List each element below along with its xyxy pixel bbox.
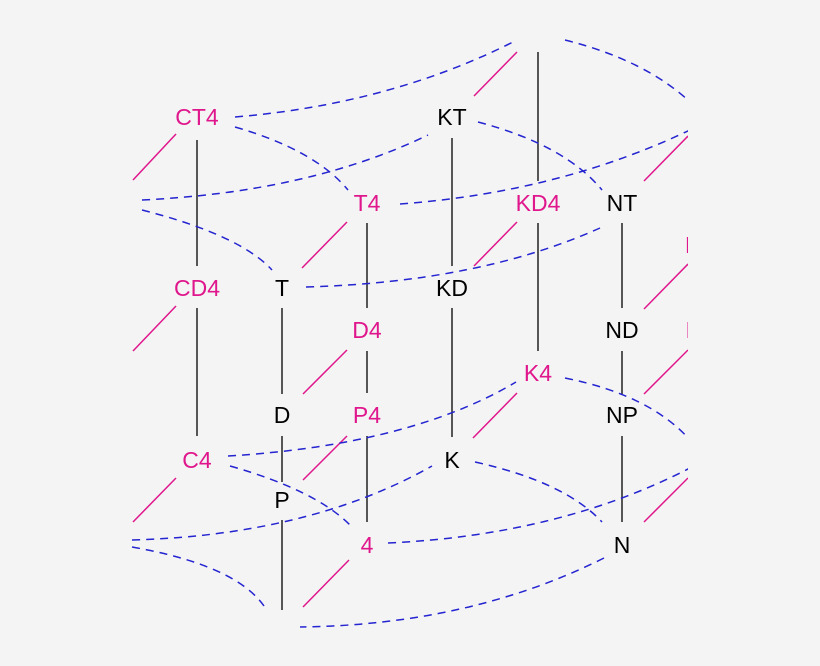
dashed-edge (564, 39, 688, 102)
dashed-edge (299, 557, 605, 628)
edge (643, 135, 688, 182)
node-CT4: CT4 (175, 104, 219, 130)
node-T: T (275, 275, 289, 301)
dashed-edges (131, 39, 688, 628)
dashed-edge (131, 465, 433, 541)
dashed-edge (564, 377, 688, 439)
node-ND: ND (605, 317, 638, 343)
edge (132, 477, 177, 523)
node-KD: KD (436, 275, 468, 301)
node-M: M (272, 625, 291, 651)
edge (132, 133, 177, 181)
node-KD4: KD4 (516, 190, 561, 216)
edge (472, 392, 518, 439)
dashed-edge (477, 121, 603, 191)
node-K: K (444, 447, 460, 473)
edge (473, 221, 518, 267)
dashed-edge (227, 381, 517, 457)
node-K4: K4 (524, 360, 552, 386)
vertical-edges (196, 52, 623, 610)
node-NP4: NP4 (686, 317, 731, 343)
dashed-edge (141, 134, 429, 201)
black-nodes: KT NT T KD ND D NP K P N M (272, 104, 638, 651)
dashed-edge (141, 209, 273, 271)
pink-nodes: CT4 T4 KD4 CD4 D4 P4 C4 K4 4 KT4 NT4 ND4… (174, 17, 731, 558)
dashed-edge (305, 227, 601, 288)
node-D4: D4 (352, 317, 382, 343)
node-CD4: CD4 (174, 275, 220, 301)
dashed-edge (399, 130, 688, 205)
dashed-edge (229, 465, 351, 526)
edge (643, 349, 688, 395)
node-P: P (274, 487, 289, 513)
node-KT: KT (437, 104, 466, 130)
node-4: 4 (361, 532, 374, 558)
edge (643, 477, 688, 523)
edge (302, 559, 350, 608)
node-KT4: KT4 (517, 17, 559, 43)
node-NT4: NT4 (686, 104, 730, 130)
edge (301, 221, 348, 269)
dashed-edge (131, 546, 265, 607)
node-ND4: ND4 (685, 232, 731, 258)
node-D: D (274, 402, 291, 428)
node-P4: P4 (353, 402, 381, 428)
edge (643, 263, 688, 310)
edge (473, 51, 518, 97)
dashed-edge (234, 126, 349, 191)
node-C4: C4 (182, 447, 212, 473)
edge (302, 349, 348, 395)
dashed-edge (474, 461, 603, 523)
node-N: N (614, 532, 631, 558)
node-NP: NP (606, 402, 638, 428)
dashed-edge (234, 41, 514, 118)
edge (132, 305, 177, 352)
node-T4: T4 (354, 190, 381, 216)
dashed-edge (387, 468, 688, 544)
node-NT: NT (607, 190, 638, 216)
diagonal-edges (132, 51, 688, 608)
